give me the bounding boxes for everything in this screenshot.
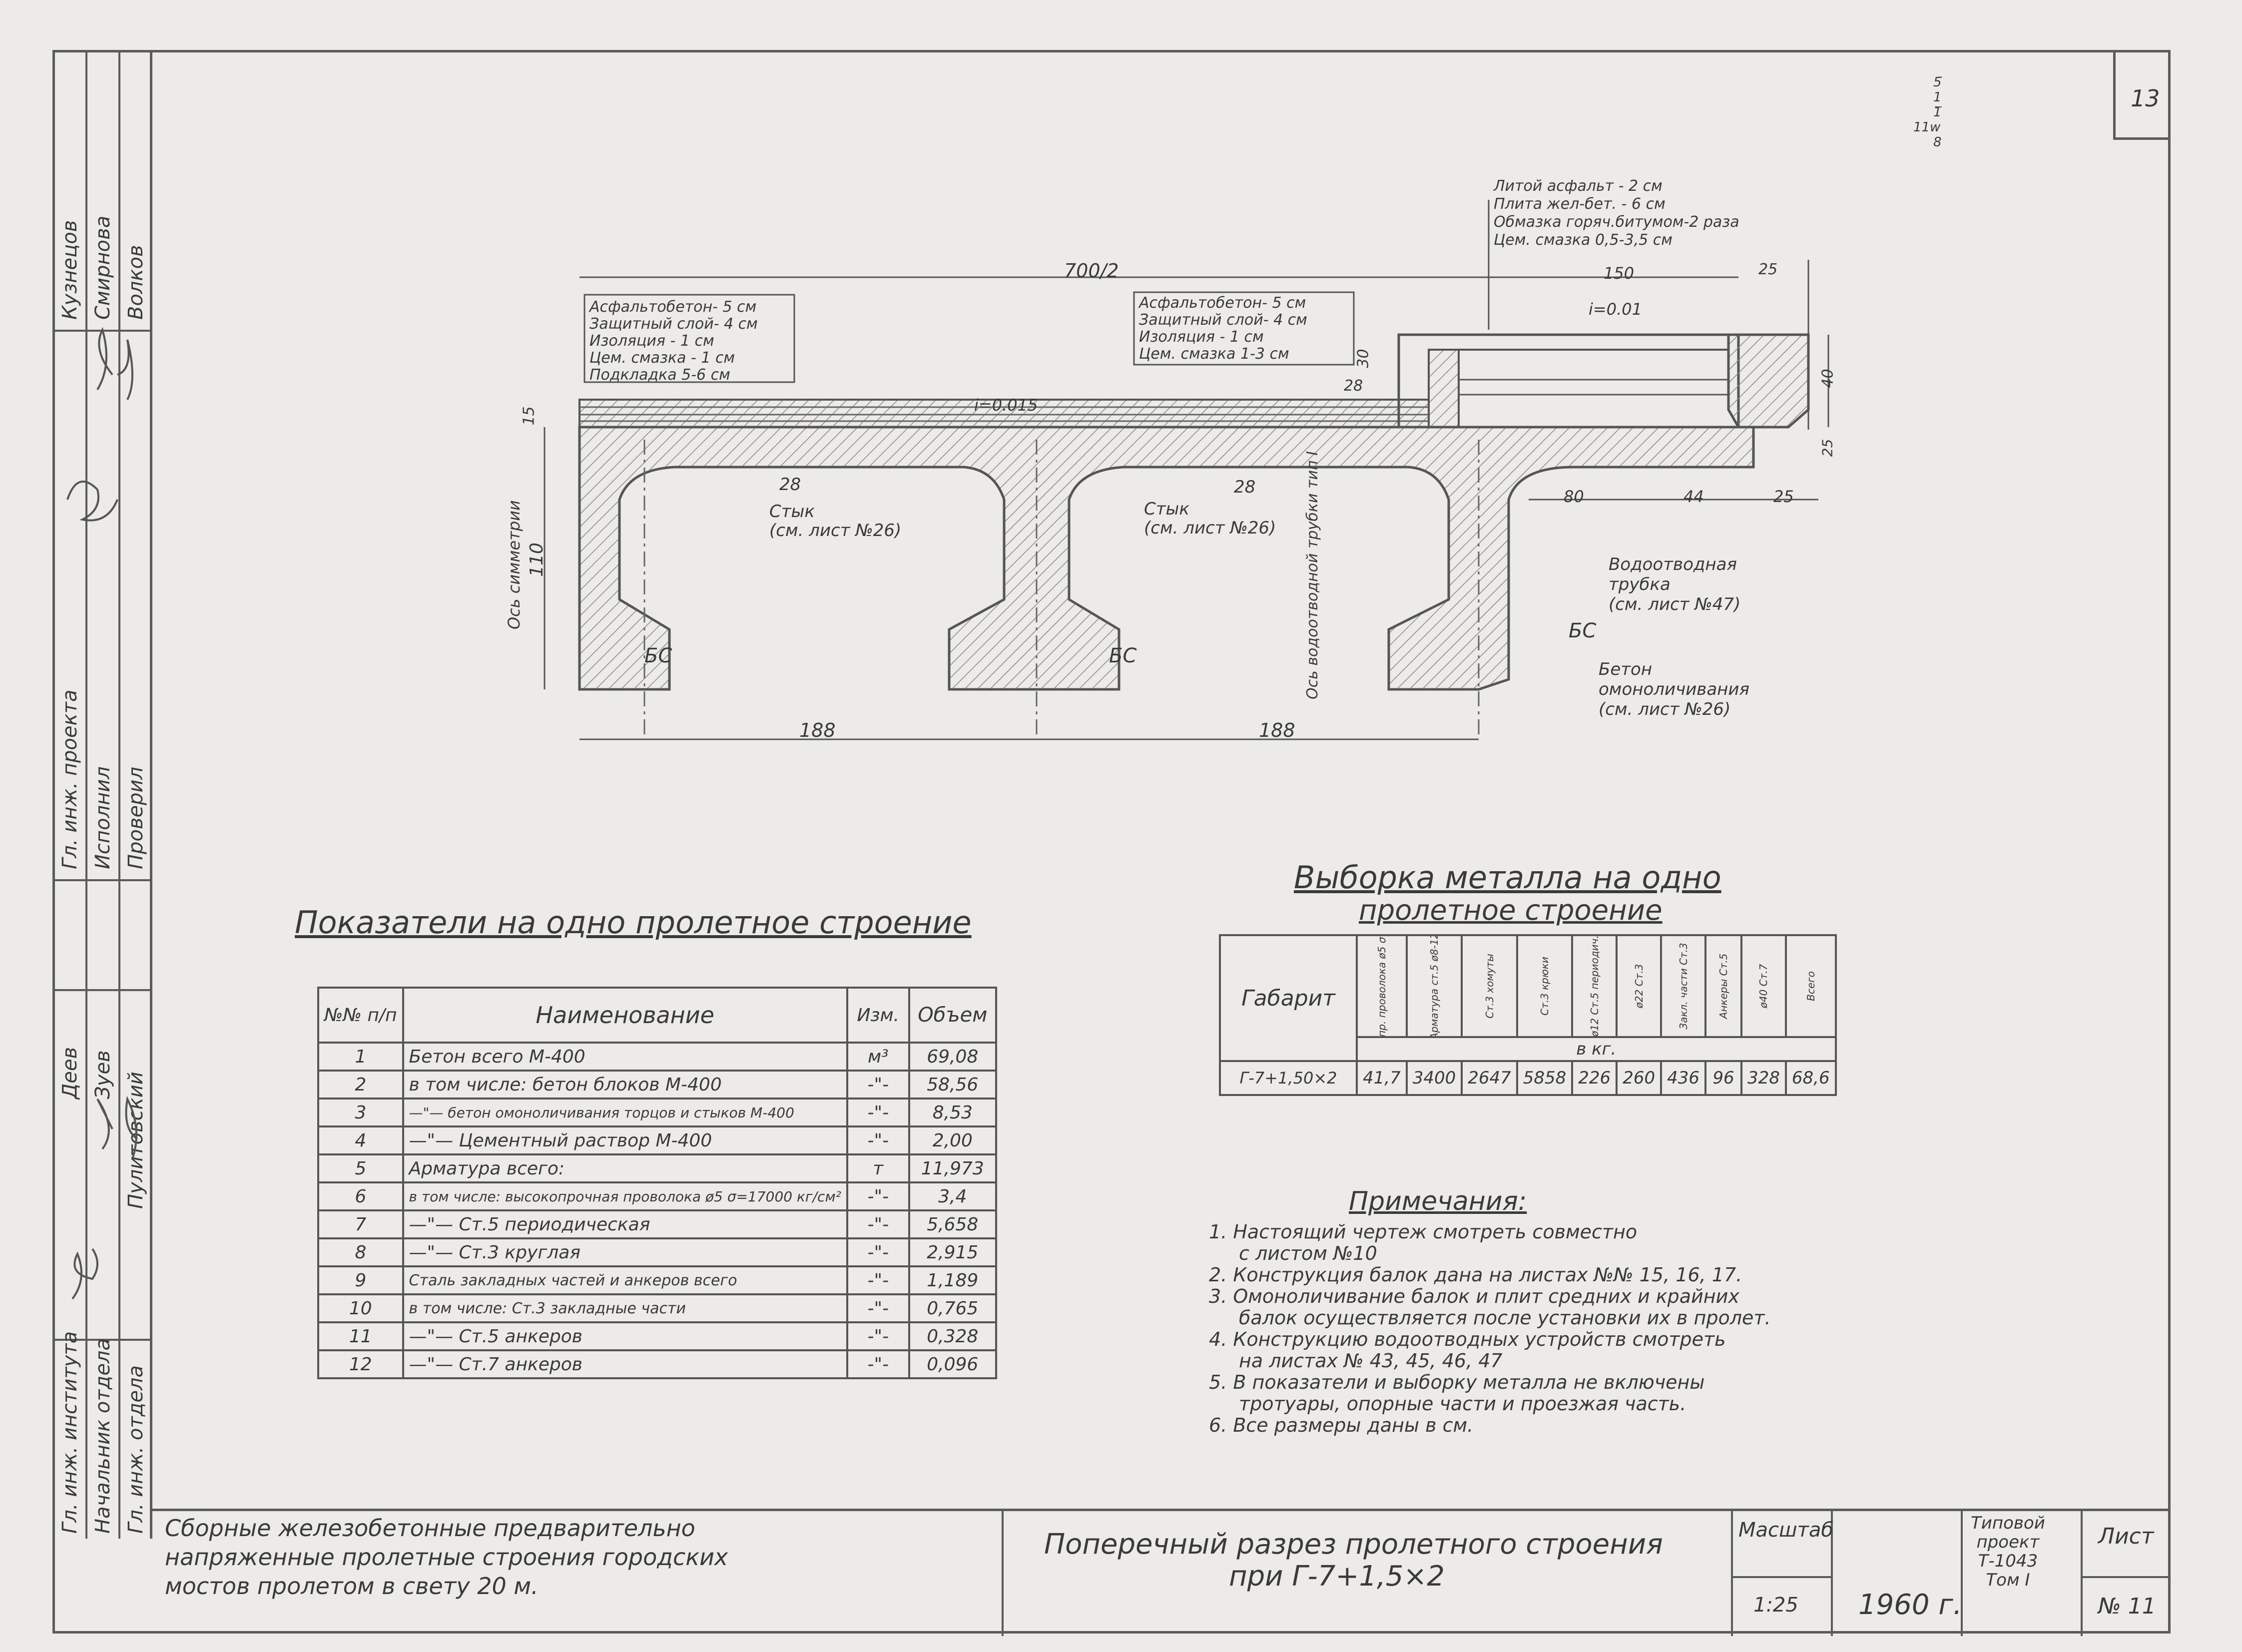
dim-total-half: 700/2 bbox=[1064, 260, 1119, 282]
beam-label-left: БС bbox=[644, 644, 672, 667]
scale-label: Масштаб bbox=[1738, 1519, 1834, 1542]
dim-edge: 25 bbox=[1819, 439, 1836, 457]
col-unit: Изм. bbox=[846, 987, 910, 1044]
col-name: Наименование bbox=[402, 987, 848, 1044]
dim-sidewalk-right: 40 bbox=[1819, 369, 1837, 388]
cross-section-drawing bbox=[544, 200, 1829, 740]
page-number: 13 bbox=[2131, 85, 2160, 112]
beam-label-mid: БС bbox=[1109, 644, 1137, 667]
dim-sidewalk-height: 30 bbox=[1354, 349, 1372, 368]
page-number-box: 13 bbox=[2113, 50, 2171, 140]
table-row: 7—"— Ст.5 периодическая-"-5,658 bbox=[317, 1209, 997, 1239]
sheet-title: Поперечный разрез пролетного строения пр… bbox=[1044, 1528, 1663, 1593]
dim-sidewalk-top: 25 bbox=[1758, 261, 1778, 278]
notes-list: 1. Настоящий чертеж смотреть совместно с… bbox=[1209, 1221, 1771, 1436]
table-row: 4—"— Цементный раствор М-400-"-2,00 bbox=[317, 1125, 997, 1155]
org-title: Сборные железобетонные предварительно на… bbox=[165, 1515, 728, 1600]
metal-table: Габарит Высокопр. проволока ø5 σ=17000 А… bbox=[1219, 934, 1837, 1096]
sheet-number: № 11 bbox=[2098, 1594, 2156, 1619]
col-num: №№ п/п bbox=[317, 987, 404, 1044]
table-row: 12—"— Ст.7 анкеров-"-0,096 bbox=[317, 1349, 997, 1379]
notes-title: Примечания: bbox=[1349, 1186, 1527, 1216]
title-block bbox=[152, 1509, 2171, 1636]
sheet-label: Лист bbox=[2098, 1524, 2154, 1549]
slope-left: i=0.015 bbox=[974, 396, 1038, 415]
dim-cantilever: 80 bbox=[1564, 487, 1584, 506]
table-row: 11—"— Ст.5 анкеров-"-0,328 bbox=[317, 1321, 997, 1351]
dim-mid-web: 28 bbox=[1234, 477, 1256, 497]
symmetry-axis: Ось симметрии bbox=[505, 500, 524, 629]
dim-cantilever-end: 25 bbox=[1773, 487, 1794, 506]
joint1-label: Стык(см. лист №26) bbox=[769, 502, 902, 541]
side-stamp: Кузнецов Смирнова Волков Гл. инж. проект… bbox=[52, 50, 152, 1539]
drawing-frame bbox=[52, 50, 2171, 1634]
scale-value: 1:25 bbox=[1753, 1594, 1798, 1617]
col-value: Объем bbox=[908, 987, 997, 1044]
unit-row: в кг. bbox=[1356, 1036, 1837, 1062]
metal-title-2: пролетное строение bbox=[1359, 894, 1663, 927]
gabarit-header: Габарит bbox=[1219, 934, 1358, 1062]
joint2-label: Стык(см. лист №26) bbox=[1144, 499, 1276, 538]
table-row: 3—"— бетон омоноличивания торцов и стыко… bbox=[317, 1098, 997, 1127]
slope-right: i=0.01 bbox=[1589, 300, 1642, 319]
drain-axis: Ось водоотводной трубки тип I bbox=[1304, 451, 1321, 699]
dim-height: 110 bbox=[526, 543, 547, 577]
dim-deck-offset: 28 bbox=[1344, 377, 1363, 395]
dim-top-layer: 15 bbox=[520, 406, 538, 426]
metal-title: Выборка металла на одно bbox=[1294, 859, 1721, 896]
deck-slab bbox=[578, 426, 1755, 691]
indicators-title: Показатели на одно пролетное строение bbox=[295, 904, 972, 941]
dim-left-web: 28 bbox=[779, 475, 801, 495]
table-row: 8—"— Ст.3 круглая-"-2,915 bbox=[317, 1237, 997, 1267]
dim-right-spacing: 188 bbox=[1259, 719, 1295, 741]
signatures bbox=[66, 327, 138, 1300]
beam-label-right: БС bbox=[1569, 619, 1597, 642]
dim-cantilever-part: 44 bbox=[1683, 487, 1704, 506]
dim-left-spacing: 188 bbox=[799, 719, 836, 741]
year: 1960 г. bbox=[1858, 1589, 1962, 1621]
dim-sidewalk-width: 150 bbox=[1604, 264, 1635, 283]
